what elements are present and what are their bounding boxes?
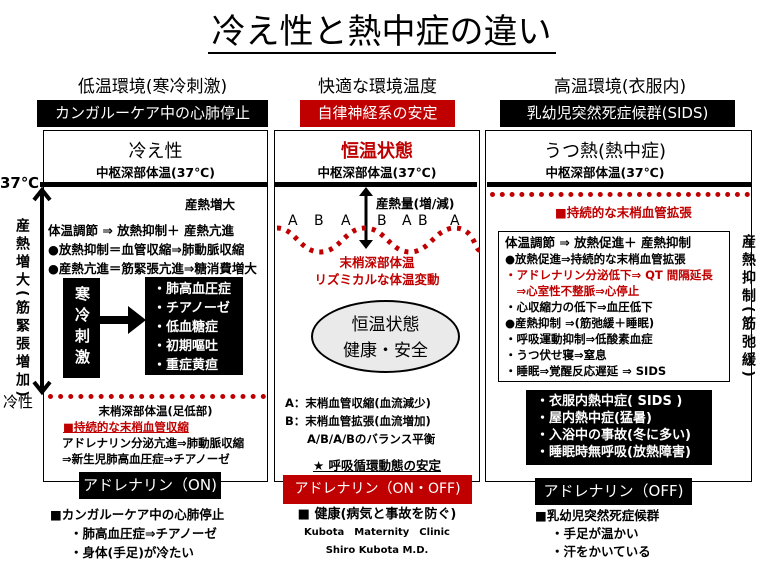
author-name: Shiro Kubota M.D. — [325, 545, 429, 556]
effect-item: ・肺高血圧症 — [153, 282, 232, 297]
box-line: ・睡眠⇒覚醒反応遅延 ⇒ SIDS — [505, 364, 667, 378]
condition-item: ・入浴中の事故(冬に多い) — [536, 428, 691, 443]
letter-b: B — [314, 213, 324, 229]
letter-a: A — [341, 213, 351, 229]
left-effects-list: ・肺高血圧症 ・チアノーゼ ・低血糖症 ・初期嘔吐 ・重症黄疸 — [145, 277, 243, 375]
right-core-temp: 中枢深部体温(37℃) — [545, 165, 665, 180]
left-panel-title: 冷え性 — [128, 141, 183, 162]
box-line: ●放熱促進⇒持続的な末梢血管拡張 — [505, 252, 686, 266]
cold-stimulus-box: 寒冷刺激 — [63, 278, 100, 378]
red-line: 末梢深部体温 — [339, 255, 415, 270]
right-mechanism-box: 体温調節 ⇒ 放熱促進＋ 産熱抑制 ●放熱促進⇒持続的な末梢血管拡張 ・アドレナ… — [498, 231, 730, 382]
temp-37-label: 37℃ — [0, 174, 40, 192]
middle-star-note: ★ 呼吸循環動態の安定 — [312, 458, 442, 473]
effect-item: ・チアノーゼ — [153, 301, 230, 316]
right-banner: 乳幼児突然死症候群(SIDS) — [500, 100, 735, 127]
box-line: ・うつ伏せ寝⇒窒息 — [505, 348, 607, 362]
heat-amount-label: 産熱量(増/減) — [376, 196, 455, 211]
cold-label: 冷性 — [3, 393, 34, 411]
line: ●産熱亢進＝筋緊張亢進⇒糖消費増大 — [48, 261, 257, 276]
bottom-line: ■カンガルーケア中の心肺停止 — [50, 507, 225, 522]
middle-legend: A：末梢血管収縮(血流減少) B：末梢血管拡張(血流増加) A/B/A/Bのバラ… — [285, 394, 435, 448]
middle-red-lines: 末梢深部体温 リズミカルな体温変動 — [274, 254, 480, 288]
condition-item: ・衣服内熱中症( SIDS ) — [536, 394, 683, 409]
condition-item: ・睡眠時無呼吸(放熱障害) — [536, 445, 691, 460]
bottom-line: ・身体(手足)が冷たい — [70, 545, 194, 560]
double-arrow-icon — [359, 187, 373, 249]
letter-b: B — [418, 213, 428, 229]
note: ⇒新生児肺高血圧症⇒チアノーゼ — [62, 452, 230, 466]
box-line: ・アドレナリン分泌低下⇒ QT 間隔延長 — [505, 268, 713, 282]
middle-banner: 自律神経系の安定 — [300, 100, 455, 127]
left-adrenaline-badge: アドレナリン（ON) — [79, 472, 221, 499]
left-core-temp: 中枢深部体温(37℃) — [96, 165, 215, 180]
left-heading: 低温環境(寒冷刺激) — [77, 77, 228, 97]
left-red-note: ■持続的な末梢血管収縮 — [63, 420, 189, 434]
legend-b: B：末梢血管拡張(血流増加) — [285, 414, 431, 428]
bottom-line: ・肺高血圧症⇒チアノーゼ — [70, 526, 217, 541]
right-arrow-icon — [100, 306, 146, 334]
note: アドレナリン分泌亢進⇒肺動脈収縮 — [62, 436, 245, 450]
middle-core-temp: 中枢深部体温(37℃) — [317, 165, 437, 180]
right-panel-title: うつ熱(熱中症) — [543, 141, 667, 162]
ellipse-line: 健康・安全 — [343, 341, 428, 361]
clinic-name: Kubota Maternity Clinic — [304, 527, 450, 538]
right-bottom: ■乳幼児突然死症候群 ・手足が温かい ・汗をかいている — [535, 507, 659, 561]
middle-panel-title: 恒温状態 — [341, 141, 413, 162]
effect-item: ・初期嘔吐 — [153, 339, 219, 354]
left-bottom: ■カンガルーケア中の心肺停止 ・肺高血圧症⇒チアノーゼ ・身体(手足)が冷たい — [50, 505, 224, 562]
letter-a: A — [402, 213, 412, 229]
effect-item: ・重症黄疸 — [153, 358, 219, 373]
box-line: ●産熱抑制 ⇒(筋弛緩＋睡眠) — [505, 316, 655, 330]
left-notes: アドレナリン分泌亢進⇒肺動脈収縮 ⇒新生児肺高血圧症⇒チアノーゼ — [62, 435, 244, 467]
line: ●放熱抑制＝血管収縮⇒肺動脈収縮 — [48, 242, 245, 257]
effect-item: ・低血糖症 — [153, 320, 219, 335]
middle-heading: 快適な環境温度 — [318, 77, 437, 97]
legend-a: A：末梢血管収縮(血流減少) — [285, 396, 431, 410]
left-core-line — [40, 182, 268, 187]
condition-item: ・屋内熱中症(猛暑) — [536, 411, 652, 426]
left-side-label: 産熱増大(筋緊張増加) — [14, 218, 30, 401]
box-line: ⇒心室性不整脈⇒心停止 — [505, 284, 640, 298]
right-adrenaline-badge: アドレナリン（OFF) — [535, 478, 692, 505]
ellipse-line: 恒温状態 — [351, 315, 420, 335]
left-peripheral-line — [48, 394, 266, 399]
right-conditions-list: ・衣服内熱中症( SIDS ) ・屋内熱中症(猛暑) ・入浴中の事故(冬に多い)… — [526, 390, 712, 465]
left-lines: 体温調節 ⇒ 放熱抑制＋ 産熱亢進 ●放熱抑制＝血管収縮⇒肺動脈収縮 ●産熱亢進… — [48, 221, 257, 278]
middle-adrenaline-badge: アドレナリン（ON・OFF) — [283, 475, 472, 504]
letter-a: A — [450, 213, 460, 229]
box-line: ・呼吸運動抑制⇒低酸素血症 — [505, 332, 653, 346]
legend-balance: A/B/A/Bのバランス平衡 — [307, 432, 436, 446]
left-banner: カンガルーケア中の心肺停止 — [37, 100, 268, 127]
homeostasis-ellipse: 恒温状態 健康・安全 — [311, 300, 460, 373]
right-side-label: 産熱抑制(筋弛緩) — [740, 234, 756, 381]
bottom-line: ・手足が温かい — [551, 526, 639, 541]
bottom-line: ■乳幼児突然死症候群 — [535, 508, 660, 523]
letter-b: B — [377, 213, 387, 229]
line: 体温調節 ⇒ 放熱抑制＋ 産熱亢進 — [48, 223, 235, 238]
middle-bottom: ■ 健康(病気と事故を防ぐ) Kubota Maternity Clinic S… — [274, 506, 480, 560]
bottom-line: ■ 健康(病気と事故を防ぐ) — [297, 507, 457, 522]
double-arrow-icon — [32, 186, 52, 396]
page-title: 冷え性と熱中症の違い — [0, 4, 763, 54]
box-line: ・心収縮力の低下⇒血圧低下 — [505, 300, 653, 314]
letter-a: A — [288, 213, 298, 229]
right-heading: 高温環境(衣服内) — [553, 77, 687, 97]
right-peripheral-line — [490, 192, 750, 197]
left-heat-label: 産熱増大 — [185, 197, 236, 212]
right-core-line — [487, 182, 752, 187]
left-peripheral: 末梢深部体温(足低部) — [98, 404, 213, 418]
red-line: リズミカルな体温変動 — [314, 272, 440, 287]
right-red-note: ■持続的な末梢血管拡張 — [555, 205, 692, 220]
middle-core-line — [274, 182, 477, 187]
box-line: 体温調節 ⇒ 放熱促進＋ 産熱抑制 — [505, 235, 692, 250]
bottom-line: ・汗をかいている — [551, 544, 651, 559]
